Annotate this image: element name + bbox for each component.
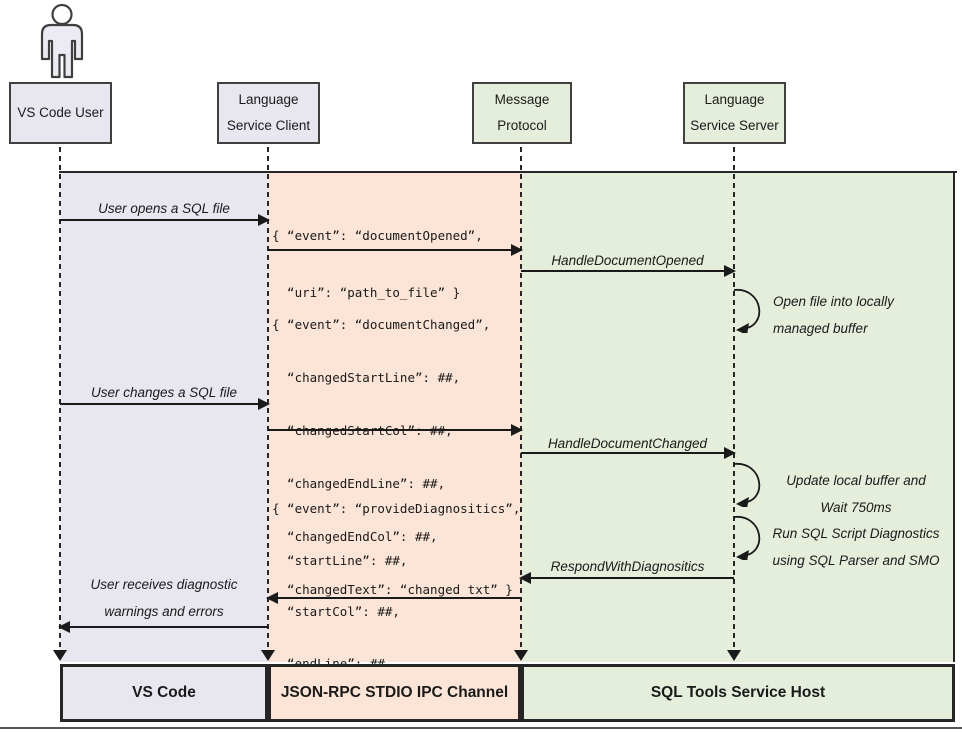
message-label-receive-diagnostics: User receives diagnostic warnings and er… <box>90 577 238 619</box>
lane-vscode <box>60 173 268 662</box>
footer-box-vscode: VS Code <box>60 664 268 722</box>
actor-label: Service Server <box>690 118 779 133</box>
user-actor-icon <box>40 3 84 79</box>
arrow-document-opened <box>268 244 523 256</box>
lifeline-end-arrow <box>727 650 741 661</box>
self-loop-open-file-icon <box>733 289 761 333</box>
message-label-change-file: User changes a SQL file <box>90 385 238 400</box>
lane-service-host <box>521 173 955 662</box>
message-label-handle-document-opened: HandleDocumentOpened <box>551 253 704 268</box>
message-label-handle-document-changed: HandleDocumentChanged <box>547 436 708 451</box>
arrow-handle-document-opened <box>521 265 736 277</box>
arrow-document-changed <box>268 424 523 436</box>
arrow-handle-document-changed <box>521 447 736 459</box>
message-label-open-file: User opens a SQL file <box>98 201 230 216</box>
lifeline-server <box>733 147 735 653</box>
bottom-border <box>0 727 962 729</box>
actor-box-message-protocol: Message Protocol <box>472 82 572 144</box>
actor-label: Message <box>494 92 550 107</box>
footer-box-service-host: SQL Tools Service Host <box>521 664 955 722</box>
footer-box-ipc-channel: JSON-RPC STDIO IPC Channel <box>268 664 521 722</box>
actor-label: Language <box>238 92 299 107</box>
note-run-diagnostics: Run SQL Script Diagnostics using SQL Par… <box>772 526 940 568</box>
json-document-changed: { “event”: “documentChanged”, “changedSt… <box>272 317 513 597</box>
lifeline-user <box>59 147 61 653</box>
lifeline-end-arrow <box>261 650 275 661</box>
actor-box-language-service-server: Language Service Server <box>683 82 786 144</box>
lane-top-border <box>59 171 957 173</box>
lifeline-protocol <box>520 147 522 653</box>
arrow-user-changes-file <box>60 398 270 410</box>
arrow-user-opens-file <box>60 214 270 226</box>
self-loop-update-buffer-icon <box>733 463 761 507</box>
note-open-file-1: Open file into locally <box>773 294 894 309</box>
actor-label: VS Code User <box>17 105 104 120</box>
arrow-diagnostics-to-client <box>266 592 521 604</box>
json-document-opened: { “event”: “documentOpened”, “uri”: “pat… <box>272 228 483 300</box>
lifeline-end-arrow <box>514 650 528 661</box>
actor-label: Protocol <box>497 118 547 133</box>
self-loop-run-diagnostics-icon <box>733 516 761 560</box>
arrow-respond-with-diagnostics <box>519 572 734 584</box>
actor-box-vscode-user: VS Code User <box>9 82 112 144</box>
message-label-respond-with-diagnostics: RespondWithDiagnositics <box>550 559 705 574</box>
actor-label: Service Client <box>226 118 311 133</box>
lifeline-end-arrow <box>53 650 67 661</box>
lane-ipc-channel <box>268 173 521 662</box>
note-open-file-2: managed buffer <box>773 321 868 336</box>
json-provide-diagnostics: { “event”: “provideDiagnositics”, “start… <box>272 501 521 722</box>
arrow-diagnostics-to-user <box>58 621 268 633</box>
actor-box-language-service-client: Language Service Client <box>217 82 320 144</box>
note-update-buffer: Update local buffer and Wait 750ms <box>786 473 926 515</box>
actor-label: Language <box>704 92 765 107</box>
